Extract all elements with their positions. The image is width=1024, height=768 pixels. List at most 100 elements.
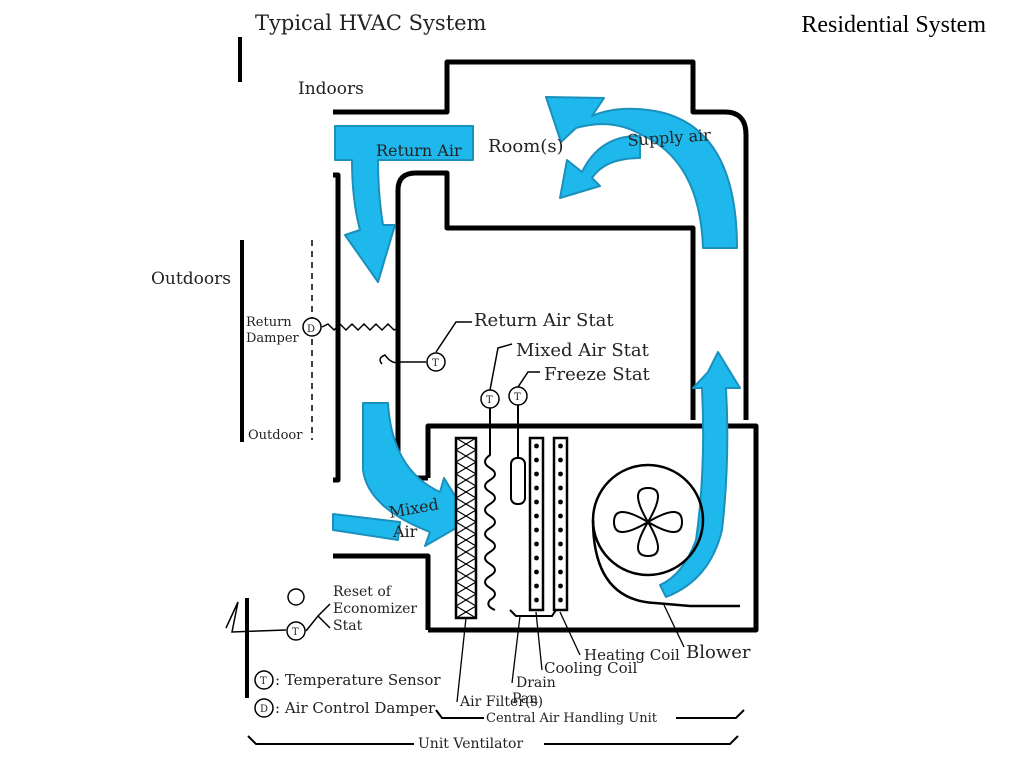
heating-coil-label: Heating Coil xyxy=(584,646,680,664)
coil-tube-dot xyxy=(534,457,539,463)
filter-hatch-line xyxy=(455,497,477,511)
filter-hatch-line xyxy=(455,557,477,571)
cooling-coil-leader xyxy=(535,611,543,671)
freeze-stat-label: Freeze Stat xyxy=(544,364,651,385)
coil-tube-dot xyxy=(558,583,563,589)
legend-temperature-sensor-label: : Temperature Sensor xyxy=(275,671,441,689)
return-air-stat-symbol: T xyxy=(432,358,439,369)
legend-damper-icon xyxy=(254,698,274,718)
air-handling-unit-box xyxy=(425,423,759,633)
return-air-stat-probe xyxy=(379,354,426,365)
filter-hatch-line xyxy=(455,509,477,523)
blower-supply-arrow xyxy=(659,351,741,598)
blower-fan-icon xyxy=(612,486,684,558)
damper-symbol: D xyxy=(307,324,315,335)
coil-tube-dot xyxy=(558,597,563,603)
heating-coil-dots xyxy=(558,443,563,603)
legend-temperature-sensor-icon xyxy=(254,670,274,690)
sensors xyxy=(225,317,540,718)
filter-hatch-line xyxy=(455,485,477,499)
outdoors-label: Outdoors xyxy=(151,269,231,289)
central-air-handling-unit-label: Central Air Handling Unit xyxy=(486,711,658,726)
coil-tube-dot xyxy=(558,541,563,547)
outdoor-damper-label: Outdoor xyxy=(248,428,303,443)
reset-economizer-label-line1: Reset of xyxy=(333,584,393,600)
components xyxy=(454,405,740,620)
diagram-title: Typical HVAC System xyxy=(255,11,487,35)
coil-tube-dot xyxy=(558,527,563,533)
blower-label: Blower xyxy=(686,642,751,663)
mixed-air-sensor-coil xyxy=(484,408,496,611)
coil-tube-dot xyxy=(558,485,563,491)
temperature-sensor-icon xyxy=(286,621,306,641)
freeze-stat-symbol: T xyxy=(514,392,521,403)
temperature-sensor-icon xyxy=(480,389,500,409)
filter-hatch-line xyxy=(455,593,477,607)
return-air-stat-leader xyxy=(435,321,472,353)
filter-hatch-line xyxy=(455,521,477,535)
filter-hatch-line xyxy=(455,437,477,451)
outer-duct-wall xyxy=(333,59,749,420)
coil-tube-dot xyxy=(558,443,563,449)
unit-ventilator-bracket xyxy=(247,735,739,745)
coil-tube-dot xyxy=(534,541,539,547)
labels: Typical HVAC System Indoors Outdoors Roo… xyxy=(151,11,751,752)
coil-tube-dot xyxy=(534,527,539,533)
damper-icon xyxy=(302,317,322,337)
coil-tube-dot xyxy=(534,597,539,603)
filter-hatch-line xyxy=(455,581,477,595)
coil-tube-dot xyxy=(534,499,539,505)
coil-tube-dot xyxy=(558,471,563,477)
temperature-sensor-icon xyxy=(426,352,446,372)
freeze-stat-bulb xyxy=(510,457,526,505)
unit-ventilator-label: Unit Ventilator xyxy=(418,736,523,752)
airflow-arrows xyxy=(332,96,741,598)
filter-hatch-line xyxy=(455,533,477,547)
room-label: Room(s) xyxy=(488,136,564,157)
economizer-stat-probe xyxy=(225,601,287,633)
heating-coil xyxy=(552,436,569,612)
filter-hatch-line xyxy=(455,449,477,463)
reset-economizer-symbol: T xyxy=(292,627,299,638)
coil-tube-dot xyxy=(558,457,563,463)
air-filter-hatch xyxy=(455,437,477,619)
mixed-air-stat-symbol: T xyxy=(486,395,493,406)
indoors-label: Indoors xyxy=(298,79,364,99)
filter-hatch-line xyxy=(455,569,477,583)
left-duct-stub xyxy=(333,172,341,483)
reset-economizer-label-line3: Stat xyxy=(333,618,363,634)
air-filter-leader xyxy=(456,617,467,703)
outdoor-air-arrow xyxy=(332,513,401,541)
mixed-air-label-line2: Air xyxy=(392,522,418,541)
coil-tube-dot xyxy=(534,555,539,561)
filter-hatch-line xyxy=(455,605,477,619)
reset-economizer-label-line2: Economizer xyxy=(333,601,417,617)
building-wall xyxy=(238,37,313,698)
mixed-air-stat-leader xyxy=(489,343,513,391)
legend-t-symbol: T xyxy=(260,676,267,687)
coil-tube-dot xyxy=(534,583,539,589)
freeze-stat-leader xyxy=(517,371,540,388)
coil-tube-dot xyxy=(558,569,563,575)
coil-tube-dot xyxy=(558,555,563,561)
drain-pan-leader xyxy=(511,615,521,684)
temperature-sensor-icon xyxy=(287,588,305,606)
coil-tube-dot xyxy=(534,569,539,575)
temperature-sensor-icon xyxy=(508,386,528,406)
room-return-arrow xyxy=(559,134,641,199)
central-air-handling-unit-bracket xyxy=(435,709,745,719)
return-damper-label-line1: Return xyxy=(246,315,292,330)
coil-tube-dot xyxy=(534,485,539,491)
air-filter-label: Air Filter(s) xyxy=(459,694,543,710)
mixed-air-stat-label: Mixed Air Stat xyxy=(516,340,650,361)
slide-title: Residential System xyxy=(801,12,986,38)
cooling-coil-dots xyxy=(534,443,539,603)
blower-scroll xyxy=(591,519,740,608)
mixed-air-duct xyxy=(333,553,431,630)
heating-coil-leader xyxy=(559,611,581,656)
drain-pan-label-line1: Drain xyxy=(516,675,556,691)
filter-hatch-line xyxy=(455,545,477,559)
leader-lines xyxy=(247,604,745,745)
